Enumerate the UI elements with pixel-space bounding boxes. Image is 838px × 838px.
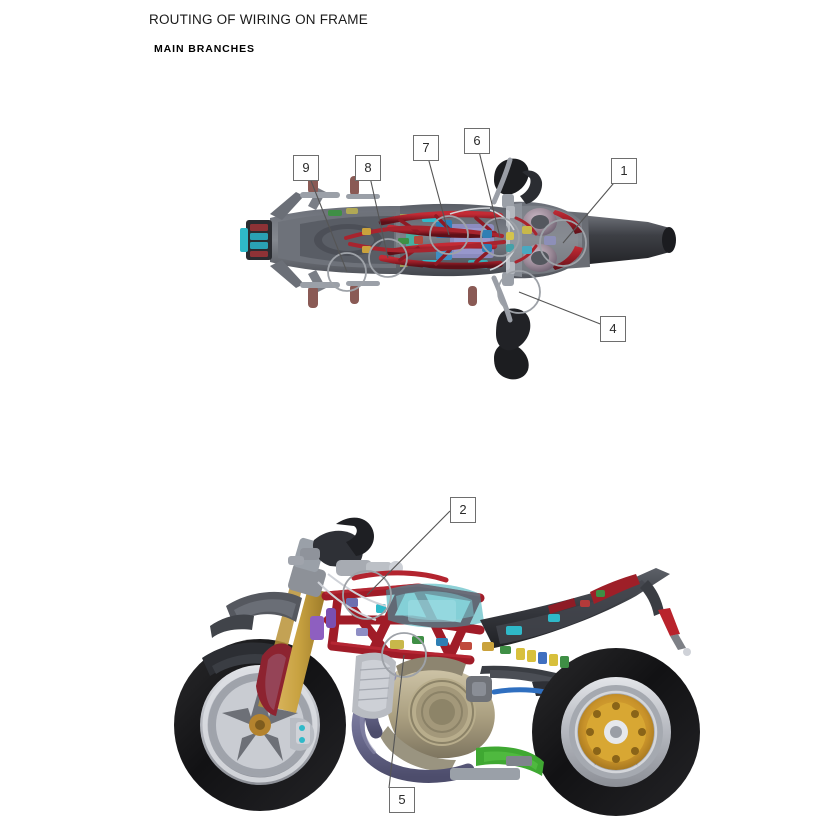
section-subtitle: MAIN BRANCHES: [154, 43, 255, 55]
page-title: ROUTING OF WIRING ON FRAME: [149, 12, 368, 27]
callout-box-8[interactable]: 8: [355, 155, 381, 181]
callout-box-6[interactable]: 6: [464, 128, 490, 154]
motorcycle-top-view-wiring-diagram: [150, 110, 680, 390]
motorcycle-side-view-wiring-diagram: [150, 470, 750, 820]
callout-box-7[interactable]: 7: [413, 135, 439, 161]
callout-box-1[interactable]: 1: [611, 158, 637, 184]
callout-box-5[interactable]: 5: [389, 787, 415, 813]
callout-box-9[interactable]: 9: [293, 155, 319, 181]
callout-box-2[interactable]: 2: [450, 497, 476, 523]
callout-box-4[interactable]: 4: [600, 316, 626, 342]
